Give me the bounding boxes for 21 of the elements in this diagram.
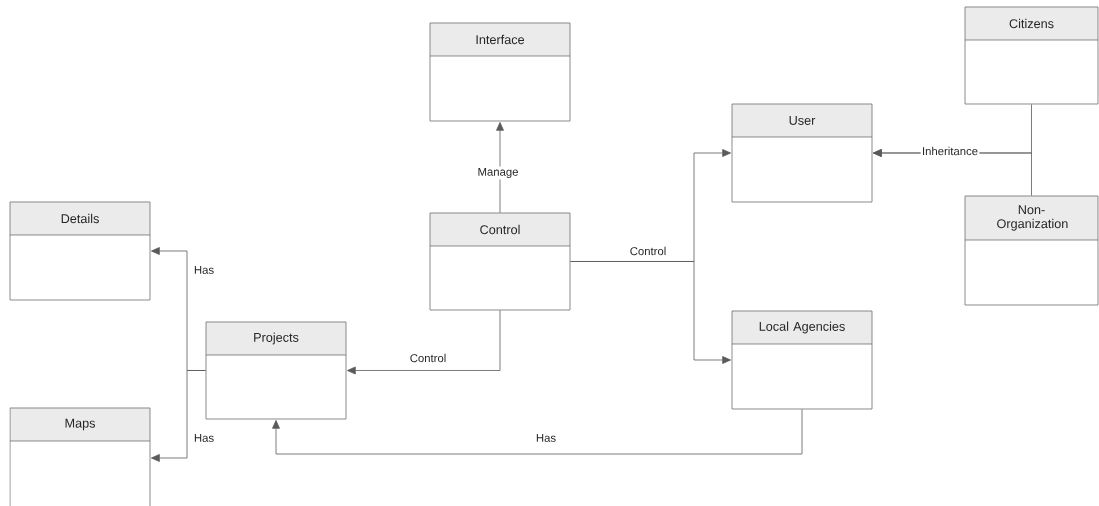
connector-arrow (347, 310, 501, 375)
edge-label: Has (192, 264, 216, 276)
edge-label: Control (408, 352, 448, 364)
edge-label: Has (534, 432, 558, 444)
connector-arrow (151, 370, 206, 462)
class-box: Citizens (964, 6, 1099, 105)
class-box: Local Agencies (731, 310, 873, 410)
class-box: Non-Organization (964, 195, 1099, 306)
class-box: Maps (9, 407, 151, 506)
class-box: Projects (205, 321, 347, 420)
edge-label: Manage (476, 166, 520, 180)
edge-label: Has (192, 432, 216, 444)
edge-label: Inheritance (920, 145, 980, 157)
class-box: Details (9, 201, 151, 301)
connector-arrow (496, 122, 504, 213)
class-box: Interface (429, 22, 571, 122)
connector-arrow (570, 261, 731, 364)
class-box: User (731, 103, 873, 203)
connector-arrow (272, 409, 803, 455)
class-box: Control (429, 212, 571, 311)
edge-label: Control (628, 245, 668, 257)
